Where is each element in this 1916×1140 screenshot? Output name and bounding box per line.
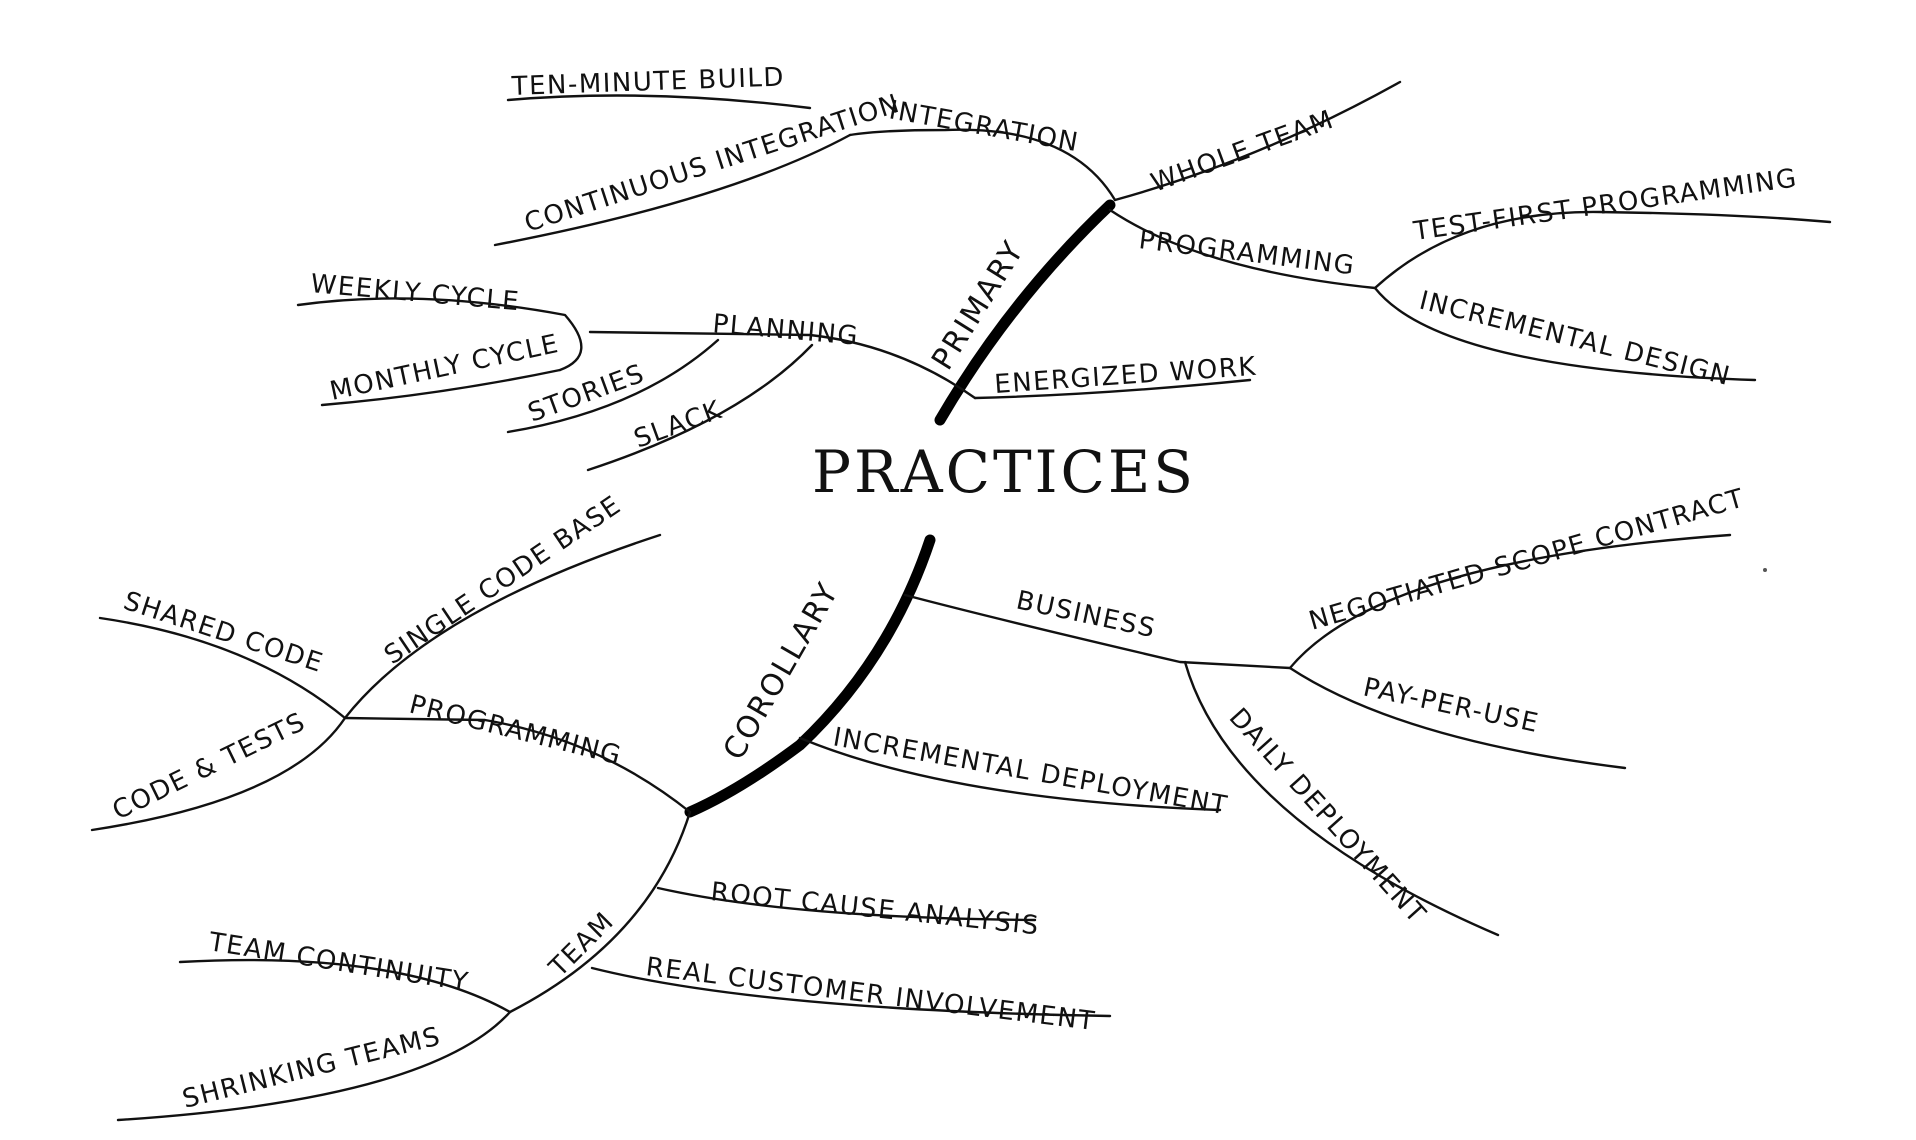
single-code-base-branch xyxy=(343,533,662,720)
shrinking-teams-label: SHRINKING TEAMS xyxy=(179,1021,444,1114)
stories-label: STORIES xyxy=(524,359,649,429)
weekly-cycle-label: WEEKLY CYCLE xyxy=(309,269,521,317)
monthly-cycle-branch xyxy=(320,368,562,407)
negotiated-scope-label: NEGOTIATED SCOPE CONTRACT xyxy=(1306,483,1749,636)
real-customer-label: REAL CUSTOMER INVOLVEMENT xyxy=(644,952,1097,1037)
pay-per-use-label: PAY-PER-USE xyxy=(1361,673,1542,740)
ten-minute-build-label: TEN-MINUTE BUILD xyxy=(510,62,785,102)
code-tests-label: CODE & TESTS xyxy=(108,707,311,826)
negotiated-scope-branch xyxy=(1288,533,1732,670)
business-label: BUSINESS xyxy=(1014,586,1159,645)
monthly-cycle-label: MONTHLY CYCLE xyxy=(327,329,562,407)
team-branch xyxy=(508,810,692,1014)
corollary-trunk xyxy=(684,534,936,818)
single-code-base-label: SINGLE CODE BASE xyxy=(379,490,627,671)
planning-branch xyxy=(588,330,977,400)
primary-programming-label: PROGRAMMING xyxy=(1137,225,1357,281)
shared-code-label: SHARED CODE xyxy=(120,586,327,679)
stray-dot xyxy=(1763,568,1767,572)
incremental-design-label: INCREMENTAL DESIGN xyxy=(1416,286,1733,392)
corollary-programming-label: PROGRAMMING xyxy=(406,690,625,772)
slack-label: SLACK xyxy=(630,395,726,455)
energized-work-branch xyxy=(973,378,1252,400)
daily-deployment-branch xyxy=(1183,660,1500,937)
code-tests-branch xyxy=(90,716,347,832)
ten-minute-build-branch xyxy=(506,94,812,110)
integration-branch xyxy=(848,128,1117,202)
primary-programming-branch xyxy=(1108,208,1377,290)
daily-deployment-label: DAILY DEPLOYMENT xyxy=(1223,703,1432,930)
team-continuity-label: TEAM CONTINUITY xyxy=(206,927,471,998)
team-continuity-branch xyxy=(178,958,512,1014)
shrinking-teams-branch xyxy=(116,1010,512,1122)
business-branch xyxy=(903,593,1292,670)
root-cause-branch xyxy=(656,886,1037,922)
whole-team-label: WHOLE TEAM xyxy=(1147,105,1338,199)
incremental-deployment-branch xyxy=(798,736,1222,812)
pay-per-use-branch xyxy=(1288,666,1627,770)
test-first-label: TEST-FIRST PROGRAMMING xyxy=(1411,163,1800,247)
test-first-branch xyxy=(1373,210,1832,290)
energized-work-label: ENERGIZED WORK xyxy=(993,352,1257,400)
center-label: PRACTICES xyxy=(812,438,1196,506)
shared-code-branch xyxy=(98,616,347,720)
real-customer-branch xyxy=(590,966,1112,1018)
primary-trunk xyxy=(934,199,1116,426)
slack-branch xyxy=(586,343,814,472)
corollary-programming-branch xyxy=(343,716,692,814)
root-cause-label: ROOT CAUSE ANALYSIS xyxy=(709,877,1041,941)
corollary-label: COROLLARY xyxy=(717,576,847,766)
incremental-design-branch xyxy=(1373,286,1757,382)
weekly-cycle-branch xyxy=(296,297,583,372)
continuous-integration-branch xyxy=(493,133,852,247)
integration-label: INTEGRATION xyxy=(887,95,1082,158)
continuous-integration-label: CONTINUOUS INTEGRATION xyxy=(521,89,904,239)
whole-team-branch xyxy=(1113,80,1402,202)
stories-branch xyxy=(506,338,720,434)
planning-label: PLANNING xyxy=(711,309,860,352)
incremental-deployment-label: INCREMENTAL DEPLOYMENT xyxy=(831,722,1230,821)
